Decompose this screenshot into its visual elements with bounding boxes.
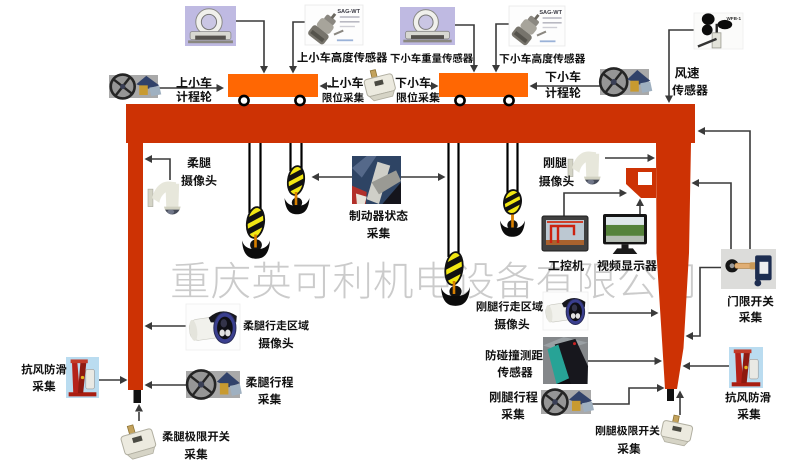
svg-text:WFB-1: WFB-1 bbox=[726, 16, 741, 21]
svg-text:SAG-WT: SAG-WT bbox=[539, 10, 562, 16]
svg-text:SAG-WT: SAG-WT bbox=[337, 9, 360, 15]
